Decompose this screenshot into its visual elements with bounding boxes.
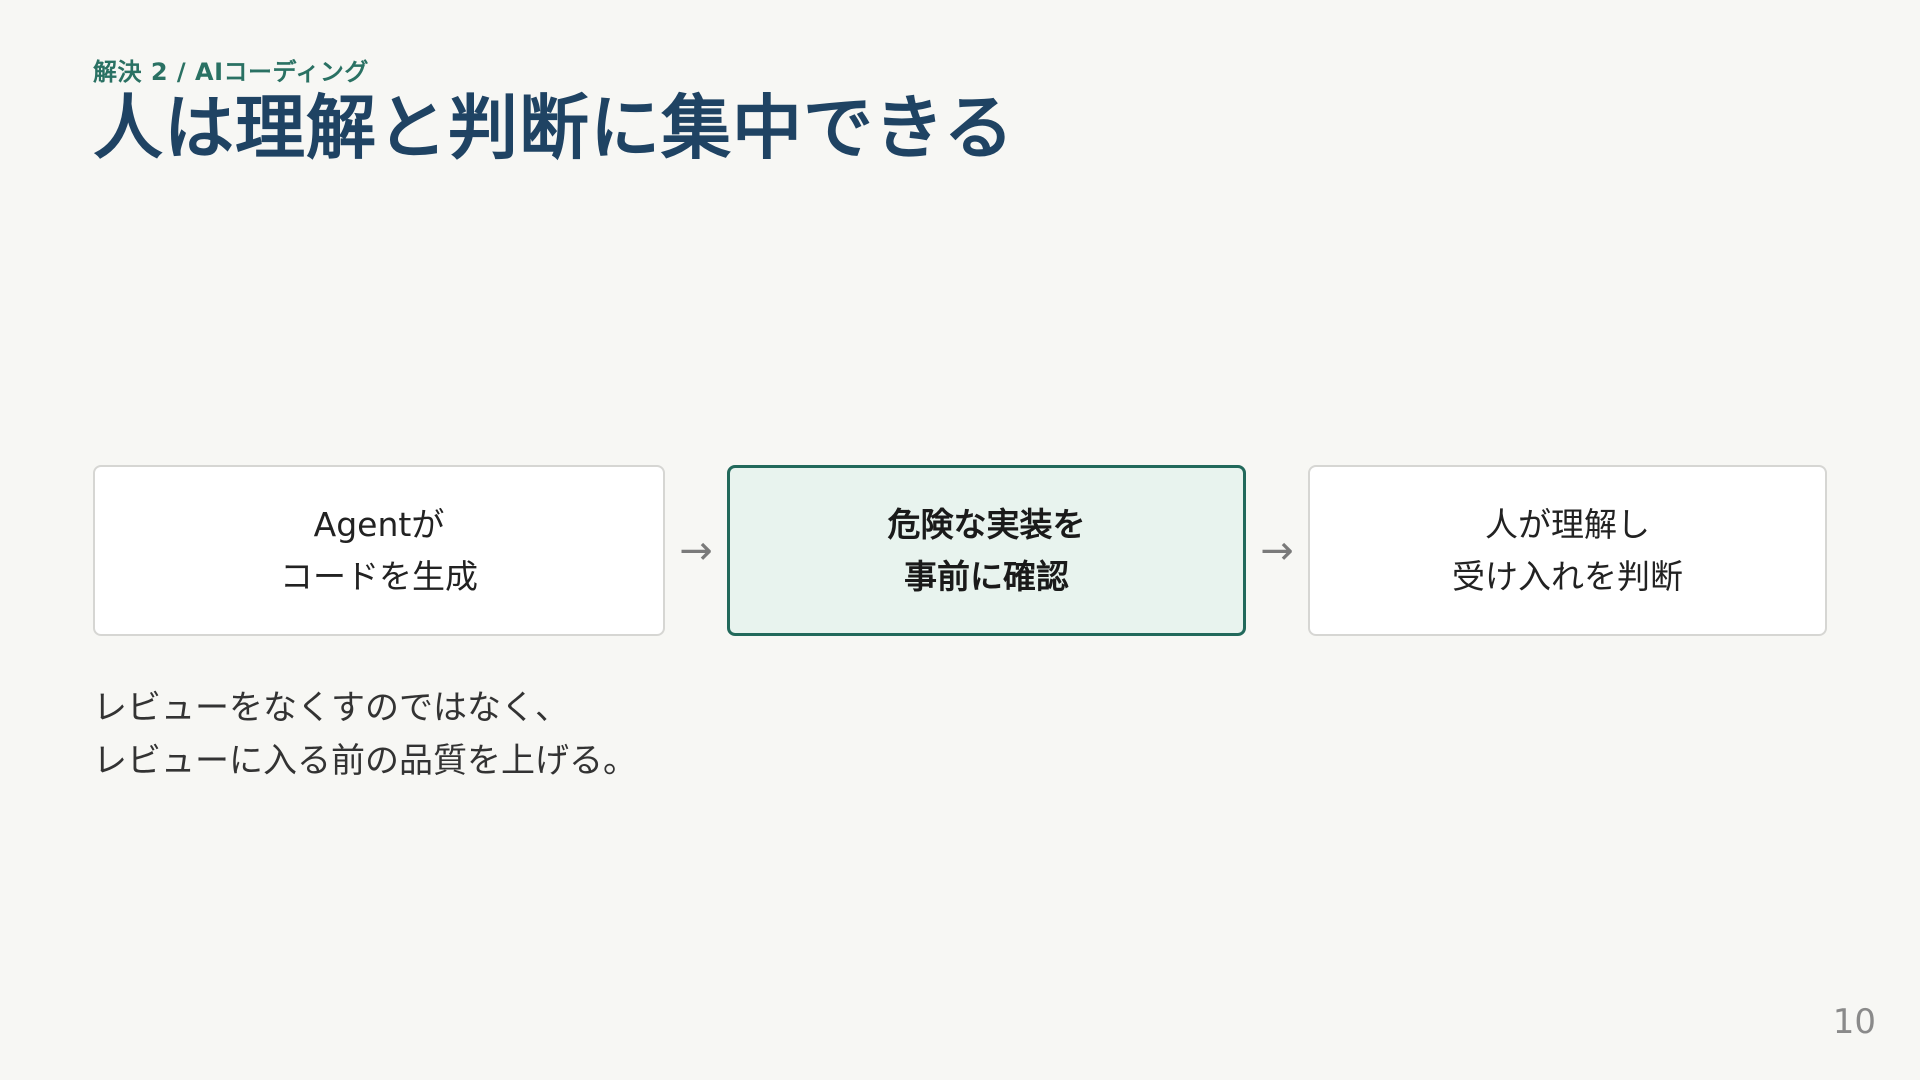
- flow-step-generate: Agentが コードを生成: [93, 465, 665, 636]
- flow-arrow-icon: →: [679, 527, 713, 574]
- flow-step-judge-line1: 人が理解し: [1485, 505, 1650, 545]
- flow-arrow-icon: →: [1260, 527, 1294, 574]
- process-flow: Agentが コードを生成 → 危険な実装を 事前に確認 → 人が理解し 受け入…: [93, 465, 1827, 640]
- flow-step-judge: 人が理解し 受け入れを判断: [1308, 465, 1827, 636]
- flow-step-generate-line1: Agentが: [313, 505, 445, 545]
- key-message: レビューをなくすのではなく、 レビューに入る前の品質を上げる。: [93, 682, 637, 787]
- page-number: 10: [1832, 1002, 1876, 1042]
- section-label: 解決 2 / AIコーディング: [93, 58, 369, 86]
- flow-step-judge-line2: 受け入れを判断: [1452, 556, 1683, 596]
- flow-step-check: 危険な実装を 事前に確認: [727, 465, 1246, 636]
- flow-step-generate-line2: コードを生成: [280, 556, 478, 596]
- flow-step-check-line1: 危険な実装を: [887, 505, 1086, 545]
- flow-step-check-line2: 事前に確認: [904, 556, 1069, 596]
- key-message-line2: レビューに入る前の品質を上げる。: [93, 740, 637, 781]
- key-message-line1: レビューをなくすのではなく、: [93, 688, 569, 728]
- slide-title: 人は理解と判断に集中できる: [93, 87, 1015, 169]
